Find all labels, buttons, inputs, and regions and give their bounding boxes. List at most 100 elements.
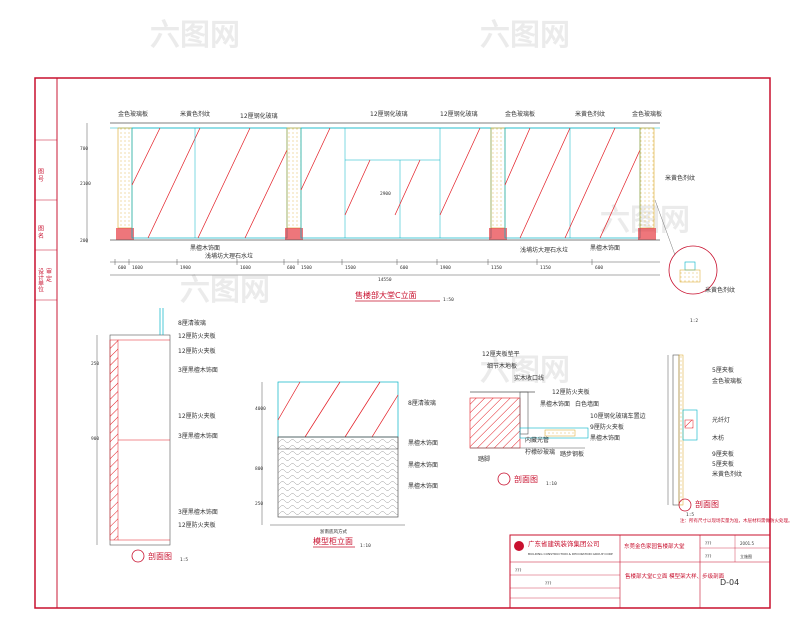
left-info-strip: 图 号 图 名 设计单位 审 定 xyxy=(34,77,58,609)
main-elevation: 700 2100 200 xyxy=(80,110,662,303)
section-label: 8厘清玻璃 xyxy=(178,319,206,327)
right-label: 9厘夹板 xyxy=(712,450,734,458)
dim-bottom-label: 1500 xyxy=(345,265,356,271)
dim-bottom-label: 600 xyxy=(118,265,126,271)
detail-label: 米黄色剂纹 xyxy=(665,174,695,182)
section-scale: 1:5 xyxy=(180,557,188,563)
mid-label: 12厘夹板垫平 xyxy=(482,350,520,358)
elev-label: 浅埔坊大理石水垃 xyxy=(205,252,253,260)
dim-bottom-label: 1150 xyxy=(491,265,502,271)
section-label: 12厘防火夹板 xyxy=(178,347,216,355)
elev-label: 黑檀木饰面 xyxy=(190,244,220,252)
mid-label: 柠檬砂玻璃 xyxy=(525,448,555,456)
model-label: 8厘清玻璃 xyxy=(408,399,436,407)
elev-label: 12厘钢化玻璃 xyxy=(240,112,278,120)
strip-label: 审 定 xyxy=(45,267,52,283)
dim-bottom-label: 1900 xyxy=(180,265,191,271)
section-title: 剖面图 xyxy=(148,551,172,561)
main-elevation-title: 售楼部大堂C立面 xyxy=(355,290,417,300)
detail-scale: 1:2 xyxy=(690,318,698,324)
elev-label: 浅埔坊大理石水垃 xyxy=(520,246,568,254)
model-label: 黑檀木饰面 xyxy=(408,439,438,447)
section-title: 剖面图 xyxy=(695,499,719,509)
dim: 250 xyxy=(255,501,263,507)
model-label: 黑檀木饰面 xyxy=(408,461,438,469)
column-gold xyxy=(490,127,506,229)
elev-label: 金色玻璃板 xyxy=(505,110,535,118)
model-label: 黑檀木饰面 xyxy=(408,482,438,490)
strip-label: 图 名 xyxy=(37,225,44,240)
dim-bottom-label: 600 xyxy=(595,265,603,271)
mid-label: 黑檀木饰面 xyxy=(590,434,620,442)
svg-text:六图网: 六图网 xyxy=(150,18,240,53)
mid-label: 实木收口线 xyxy=(514,374,544,382)
dim-bottom-label: 1600 xyxy=(240,265,251,271)
detail-label: 米黄色剂纹 xyxy=(705,286,735,294)
mid-label: 细节木地板 xyxy=(487,362,517,370)
strip-label: 设计单位 xyxy=(37,267,44,292)
drawing-no: D-04 xyxy=(720,578,739,587)
dim-total: 14550 xyxy=(378,277,392,283)
right-label: 5厘夹板 xyxy=(712,366,734,374)
dim-left: 700 xyxy=(80,146,88,152)
mid-label: 白色墙面 xyxy=(575,400,599,408)
watermark: 六图网 六图网 六图网 六图网 六图网 xyxy=(150,18,690,388)
svg-text:六图网: 六图网 xyxy=(480,353,570,388)
tb-sheet: 立施图 xyxy=(740,553,752,559)
dim-left: 200 xyxy=(80,238,88,244)
dim-bottom-label: 600 xyxy=(400,265,408,271)
right-label: 米黄色剂纹 xyxy=(712,470,742,478)
elev-label: 米黄色剂纹 xyxy=(180,110,210,118)
right-label: 木枋 xyxy=(712,434,724,442)
tb-note: 注：所有尺寸以现场实量为准，木层材料需做防火处理。 xyxy=(680,517,793,524)
tb-ph: ??? xyxy=(545,581,551,586)
dim: 250 xyxy=(91,361,99,367)
section-label: 3厘黑檀木饰面 xyxy=(178,366,218,374)
elev-label: 黑檀木饰面 xyxy=(590,244,620,252)
model-title: 模型柜立面 xyxy=(313,536,353,546)
dim: 800 xyxy=(255,466,263,472)
right-label: 金色玻璃板 xyxy=(712,377,742,385)
company-logo xyxy=(514,541,524,551)
elev-label: 12厘钢化玻璃 xyxy=(370,110,408,118)
section-left: 250 900 8厘清玻璃 12厘防火夹板 12厘防火夹板 3厘黑檀木饰面 12… xyxy=(91,308,218,563)
svg-text:六图网: 六图网 xyxy=(480,18,570,53)
dim: 900 xyxy=(91,436,99,442)
section-title: 剖面图 xyxy=(514,474,538,484)
section-label: 12厘防火夹板 xyxy=(178,412,216,420)
dim-left: 2100 xyxy=(80,181,91,187)
section-right: 5厘夹板 金色玻璃板 光纤灯 木枋 9厘夹板 5厘夹板 米黄色剂纹 剖面图 1:… xyxy=(667,354,742,518)
section-label: 12厘防火夹板 xyxy=(178,521,216,529)
company-en: BUILDING CONSTRUCTION & DECORATION GROUP… xyxy=(528,552,613,556)
dim: 4000 xyxy=(255,406,266,412)
mid-label: 黑檀木饰面 xyxy=(540,400,570,408)
company-name: 广东省建筑装饰集团公司 xyxy=(528,539,600,548)
column-gold xyxy=(639,127,655,229)
elev-label: 12厘钢化玻璃 xyxy=(440,110,478,118)
column-gold xyxy=(286,127,302,229)
drawing-name: 售楼部大堂C立面 模型架大样、步级剖面 xyxy=(625,572,725,580)
project-name: 东莞金色家园售楼部大堂 xyxy=(624,542,685,550)
elev-label: 金色玻璃板 xyxy=(632,110,662,118)
title-block: 注：所有尺寸以现场实量为准，木层材料需做防火处理。 广东省建筑装饰集团公司 BU… xyxy=(509,517,793,609)
column-gold xyxy=(117,127,133,229)
mid-label: 内藏光管 xyxy=(525,436,549,444)
tb-date: 2001.5 xyxy=(740,541,754,546)
mid-label: 9厘防火夹板 xyxy=(590,423,624,431)
dim-bottom-label: 600 xyxy=(287,265,295,271)
dim-bottom-label: 1150 xyxy=(540,265,551,271)
dim-note: 2900 xyxy=(380,191,391,197)
section-scale: 1:10 xyxy=(546,481,557,487)
glass-door xyxy=(300,127,492,239)
tb-ph: ??? xyxy=(705,541,711,546)
tb-ph: ??? xyxy=(705,554,711,559)
mid-label: 踏脚 xyxy=(478,455,490,463)
section-scale: 1:5 xyxy=(686,512,694,518)
dim-bottom-label: 1500 xyxy=(301,265,312,271)
mid-label: 10厘钢化玻璃车置边 xyxy=(590,412,646,420)
glass-panel xyxy=(131,127,288,239)
right-label: 光纤灯 xyxy=(712,416,730,424)
elev-label: 米黄色剂纹 xyxy=(575,110,605,118)
tb-ph: ??? xyxy=(515,568,521,573)
